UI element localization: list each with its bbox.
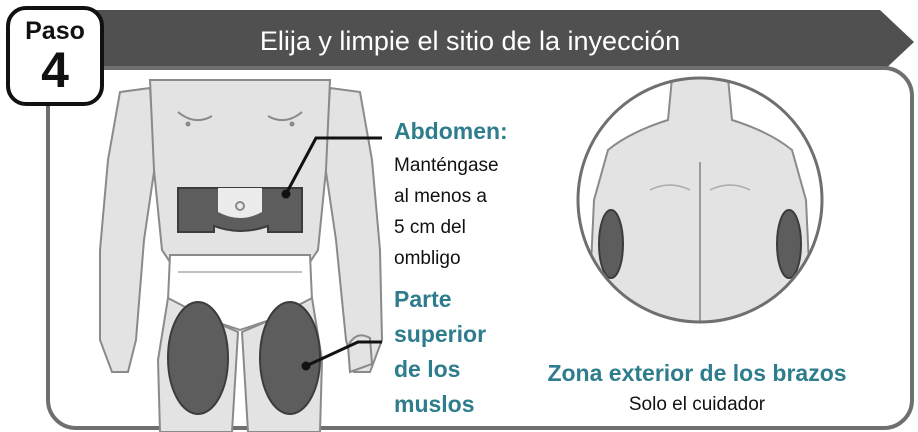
thigh-label: Parte superior de los muslos <box>394 282 486 422</box>
title-banner <box>30 10 914 74</box>
front-body-figure <box>99 79 384 432</box>
back-view-figure <box>576 76 824 324</box>
torso <box>148 79 332 263</box>
thigh-line: Parte <box>394 286 452 312</box>
thigh-line: de los <box>394 356 461 382</box>
navel <box>235 201 245 211</box>
page-title: Elija y limpie el sitio de la inyección <box>259 26 681 56</box>
abdomen-line: ombligo <box>394 248 461 269</box>
abdomen-leader-line <box>284 136 382 195</box>
shoulder-blade-left <box>649 184 691 191</box>
left-arm <box>99 86 157 373</box>
abdomen-heading: Abdomen: <box>394 118 508 144</box>
arms-note: Solo el cuidador <box>628 394 766 415</box>
thigh-leader-line <box>305 340 382 368</box>
chest-line-right <box>267 111 303 122</box>
right-thigh-injection-zone <box>259 301 321 415</box>
step-label: Paso <box>25 17 85 45</box>
shoulder-blade-right <box>709 184 751 191</box>
abdomen-line: 5 cm del <box>394 217 466 238</box>
abdomen-line: al menos a <box>394 186 487 207</box>
abdomen-instructions: Manténgase al menos a 5 cm del ombligo <box>394 150 499 274</box>
arms-heading: Zona exterior de los brazos <box>547 360 847 386</box>
left-arm-injection-zone <box>598 209 624 279</box>
chest-line-left <box>177 111 213 122</box>
abdomen-line: Manténgase <box>394 155 499 176</box>
step-number: 4 <box>41 42 69 98</box>
back-view-circle-border <box>576 76 824 324</box>
thigh-line: superior <box>394 321 487 347</box>
left-thigh-injection-zone <box>167 301 229 415</box>
nipple-right <box>289 121 295 127</box>
nipple-left <box>185 121 191 127</box>
thigh-pointer-dot <box>301 361 311 371</box>
thigh-line: muslos <box>394 391 475 417</box>
abdomen-pointer-dot <box>281 189 291 199</box>
right-arm-injection-zone <box>776 209 802 279</box>
step-badge: Paso 4 <box>6 6 104 106</box>
